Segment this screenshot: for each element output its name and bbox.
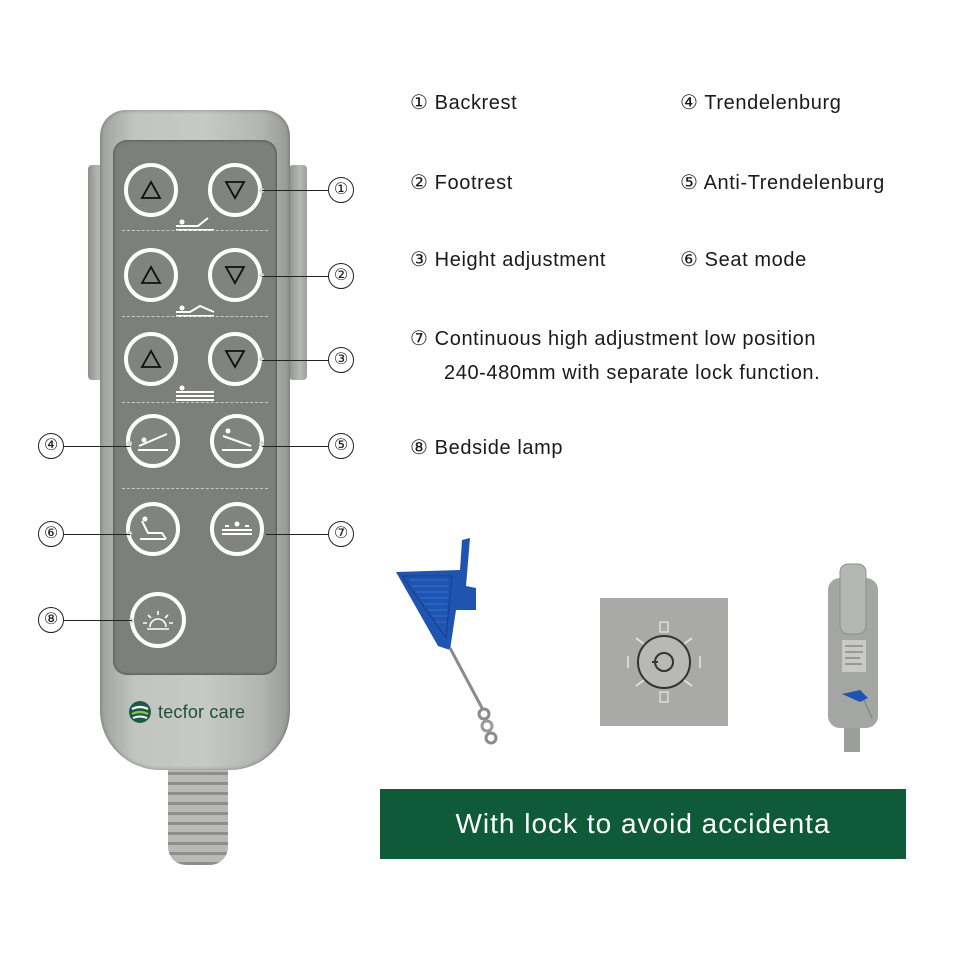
- bed-height-icon: [176, 385, 214, 401]
- triangle-up-icon: [140, 349, 162, 368]
- callout-number-7: ⑦: [328, 521, 354, 547]
- legend-item-backrest: ① Backrest: [410, 92, 518, 114]
- row-divider: [122, 316, 268, 317]
- legend-item-bedside-lamp: ⑧ Bedside lamp: [410, 437, 564, 459]
- row-divider: [122, 488, 268, 489]
- callout-line-2: [262, 276, 328, 277]
- legend-item-low-position: ⑦ Continuous high adjustment low positio…: [410, 328, 817, 350]
- callout-number-2: ②: [328, 263, 354, 289]
- triangle-up-icon: [140, 180, 162, 199]
- callout-line-1: [262, 190, 328, 191]
- lock-switch-panel-image: [600, 598, 728, 726]
- low-position-button[interactable]: [210, 502, 264, 556]
- bed-tilt-head-up-icon: [222, 428, 252, 451]
- leaf-logo-icon: [129, 701, 151, 723]
- bed-lowest-icon: [222, 521, 252, 535]
- led-indicator: [127, 531, 132, 536]
- callout-line-7: [266, 534, 328, 535]
- led-indicator: [259, 273, 264, 278]
- chair-position-icon: [140, 516, 167, 540]
- callout-number-8: ⑧: [38, 607, 64, 633]
- backrest-up-button[interactable]: [124, 163, 178, 217]
- bed-tilt-head-down-icon: [138, 433, 168, 451]
- lock-dial-icon: [627, 621, 701, 703]
- height-down-button[interactable]: [208, 332, 262, 386]
- seat-mode-button[interactable]: [126, 502, 180, 556]
- lamp-icon: [143, 611, 173, 630]
- legend-item-trendelenburg: ④ Trendelenburg: [680, 92, 842, 114]
- height-up-button[interactable]: [124, 332, 178, 386]
- callout-number-3: ③: [328, 347, 354, 373]
- legend-item-seat-mode: ⑥ Seat mode: [680, 249, 807, 271]
- callout-line-4: [64, 446, 130, 447]
- callout-number-6: ⑥: [38, 521, 64, 547]
- callout-line-5: [262, 446, 328, 447]
- triangle-down-icon: [224, 266, 246, 285]
- callout-number-4: ④: [38, 433, 64, 459]
- legend-item-anti-trendelenburg: ⑤ Anti-Trendelenburg: [680, 172, 885, 194]
- callout-number-1: ①: [328, 177, 354, 203]
- brand-name: tecfor care: [158, 701, 246, 722]
- legend-item-low-position-detail: 240-480mm with separate lock function.: [444, 362, 821, 384]
- lock-feature-banner: With lock to avoid accidenta: [380, 789, 906, 859]
- anti-trendelenburg-button[interactable]: [210, 414, 264, 468]
- led-indicator: [259, 188, 264, 193]
- callout-number-5: ⑤: [328, 433, 354, 459]
- legend-item-footrest: ② Footrest: [410, 172, 513, 194]
- callout-line-6: [64, 534, 130, 535]
- row-divider: [122, 230, 268, 231]
- blue-lock-key-image: [396, 538, 498, 745]
- triangle-down-icon: [224, 181, 246, 200]
- triangle-up-icon: [140, 265, 162, 284]
- remote-side-clip-right: [289, 165, 307, 380]
- footrest-down-button[interactable]: [208, 248, 262, 302]
- bedside-lamp-button[interactable]: [130, 592, 186, 648]
- bed-footrest-icon: [176, 304, 215, 317]
- row-divider: [122, 402, 268, 403]
- bed-backrest-icon: [176, 217, 214, 231]
- remote-back-with-key-image: [828, 563, 878, 752]
- footrest-up-button[interactable]: [124, 248, 178, 302]
- trendelenburg-button[interactable]: [126, 414, 180, 468]
- callout-line-3: [262, 360, 328, 361]
- led-indicator: [127, 441, 132, 446]
- triangle-down-icon: [224, 350, 246, 369]
- led-indicator: [259, 441, 264, 446]
- backrest-down-button[interactable]: [208, 163, 262, 217]
- led-indicator: [259, 357, 264, 362]
- callout-line-8: [64, 620, 132, 621]
- legend-item-height: ③ Height adjustment: [410, 249, 607, 271]
- brand-logo: tecfor care: [128, 700, 245, 724]
